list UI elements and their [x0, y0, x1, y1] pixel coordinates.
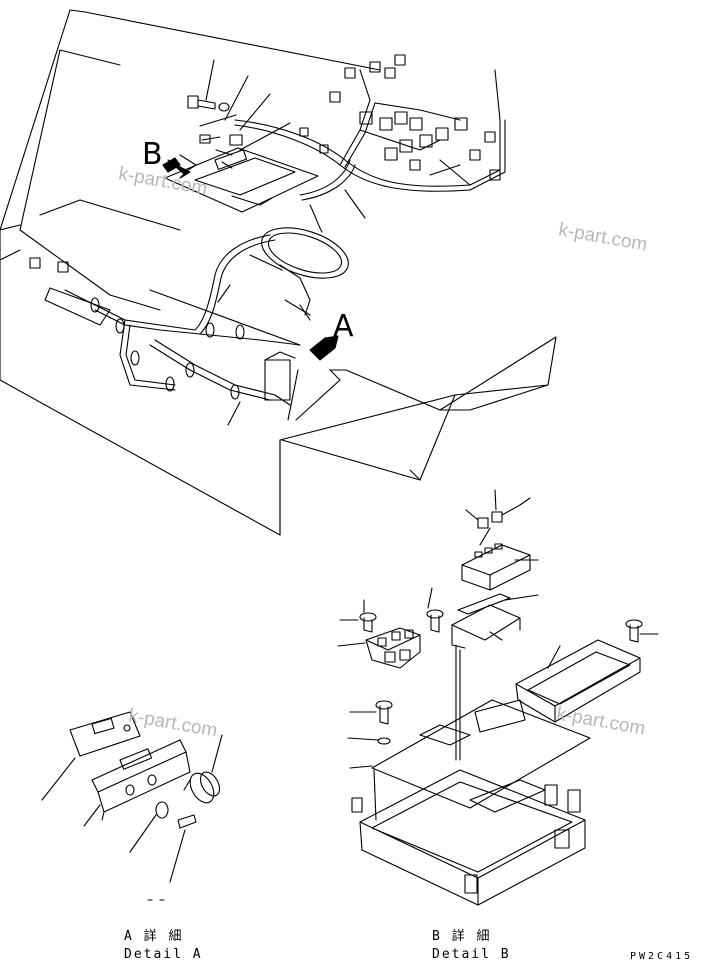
detail-b-caption-jp: B 詳 細 — [432, 929, 492, 944]
drawing-code: PW2C415 — [630, 951, 694, 962]
detail-a-caption-en: Detail A — [124, 947, 203, 962]
detail-b-caption-en: Detail B — [432, 947, 511, 962]
leader-lines-detail-b — [363, 599, 457, 761]
view-a-arrow — [309, 335, 339, 361]
controller-panel-upper — [164, 134, 319, 213]
detail-a-assembly — [41, 711, 223, 901]
view-b-arrow — [162, 157, 191, 179]
wiring-harness-lower — [29, 234, 301, 406]
cab-outline — [0, 9, 557, 536]
view-a-label: A — [333, 309, 354, 344]
detail-b-assembly — [337, 489, 659, 906]
view-b-label: B — [142, 137, 163, 172]
detail-a-caption-jp: A 詳 細 — [124, 929, 184, 944]
wiring-harness-upper — [234, 54, 506, 233]
leader-lines-upper — [199, 59, 366, 426]
steering-wheel — [249, 227, 349, 316]
bolt-and-washer-upper — [187, 95, 230, 112]
